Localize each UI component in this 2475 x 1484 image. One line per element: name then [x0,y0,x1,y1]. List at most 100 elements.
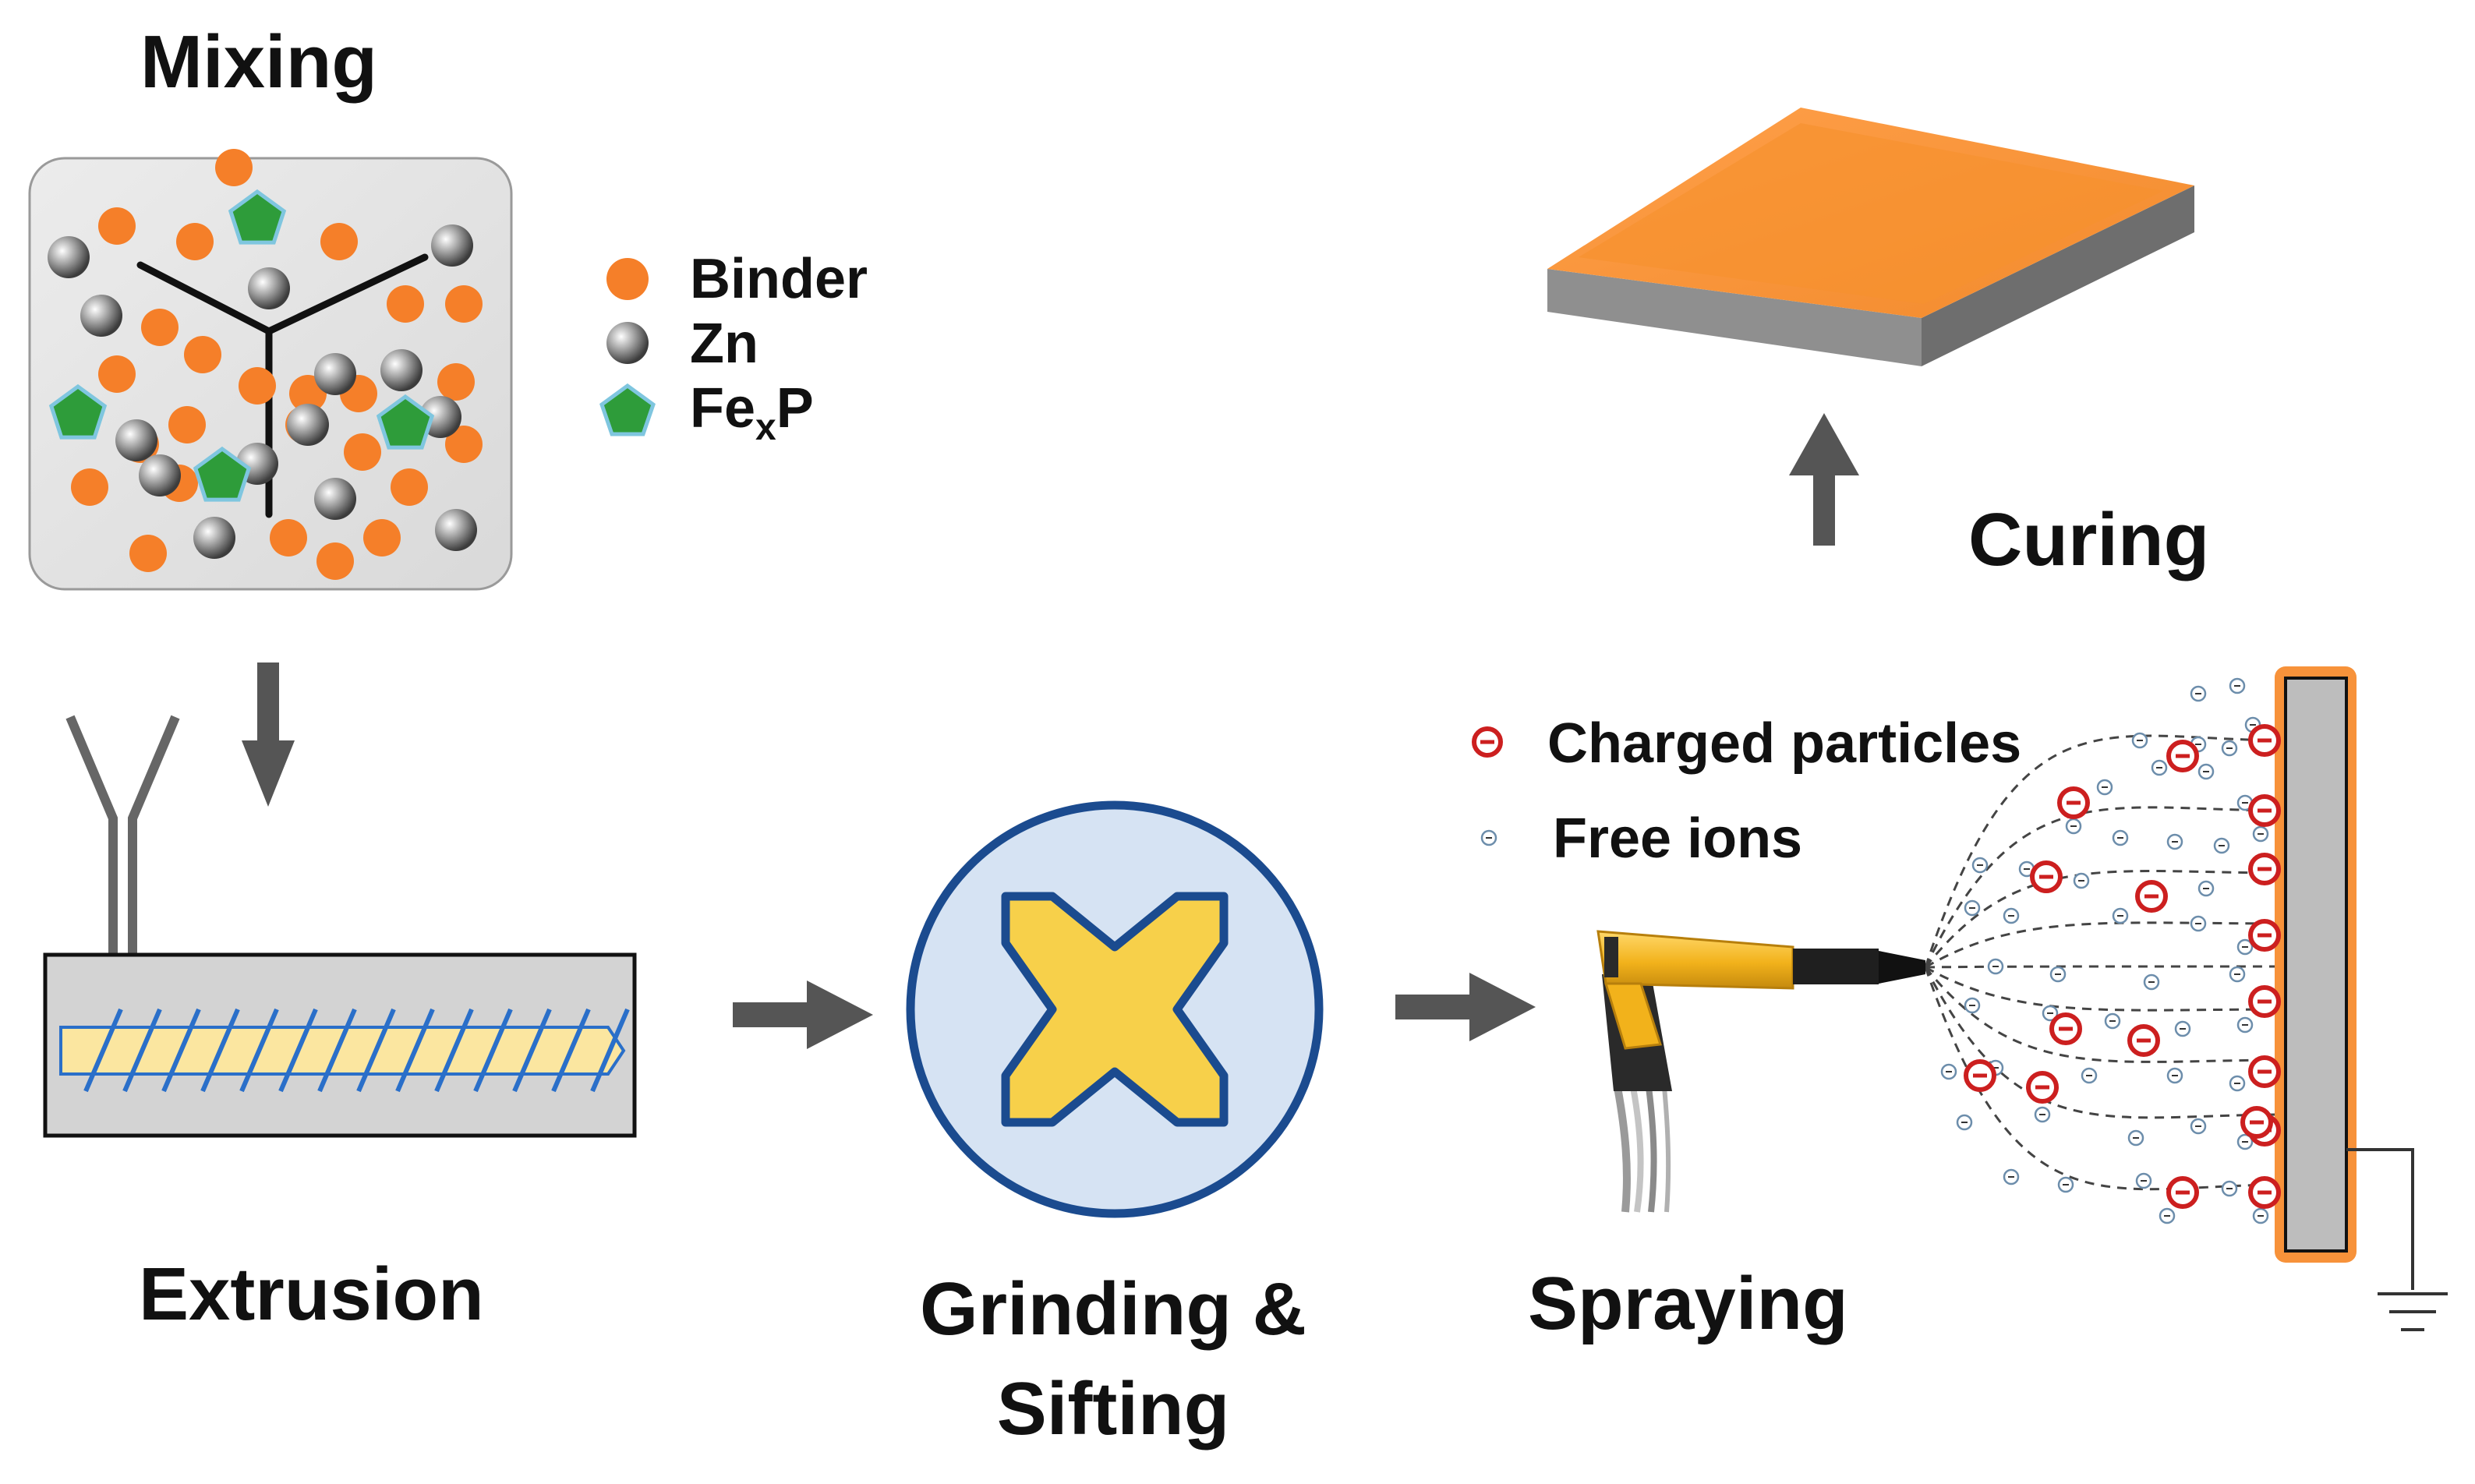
zn-particle [314,478,356,520]
grinding-title-line2: Sifting [997,1367,1230,1450]
binder-particle [270,519,307,556]
arrow-down-icon [242,662,295,807]
legend-binder-swatch [606,258,649,300]
legend-fexp-label: FexP [690,377,814,448]
charged-particle [2248,853,2281,885]
free-ion [1987,958,2004,975]
screw-blade [551,1008,591,1093]
free-ion [2065,818,2082,835]
binder-particle [168,406,206,443]
free-ion [2081,1067,2098,1084]
free-ion [2190,1118,2207,1135]
charged-particle [1964,1059,1996,1092]
free-ion [2057,1176,2074,1193]
ground-icon [2346,1148,2448,1331]
legend-fexp-subscript: x [755,407,776,448]
free-ion [2236,938,2254,956]
free-ion [2229,966,2246,983]
legend-charged-label: Charged particles [1547,712,2021,775]
free-ion [2034,1106,2051,1123]
zn-particle [435,509,477,551]
free-ion [2096,779,2113,796]
free-ion [2159,1207,2176,1224]
charged-particles [1964,724,2281,1209]
screw-blade [590,1008,630,1093]
free-ion [1971,857,1989,874]
extruder-screw-blades [83,1008,630,1093]
charged-particle [2248,1055,2281,1088]
free-ion [2166,1067,2183,1084]
zn-particle [287,404,329,446]
charged-particle [2030,860,2063,893]
extruder-screw [59,1026,626,1076]
field-line [1925,965,2286,969]
zn-particle [431,224,473,267]
binder-particle [344,433,381,471]
field-line [1925,921,2286,969]
binder-particle [387,285,424,323]
legend-zn-swatch [606,322,649,364]
free-ion [2112,907,2129,924]
zn-particle [139,454,181,496]
charged-particle [2240,1106,2273,1139]
free-ion [2166,833,2183,850]
free-ion [2073,872,2090,889]
charged-particle [2127,1024,2160,1057]
free-ion [2221,1180,2238,1197]
binder-particle [176,223,214,260]
screw-blade [395,1008,435,1093]
free-ion [2174,1020,2191,1037]
free-ion [1964,899,1981,917]
binder-particle [316,542,354,580]
zn-particle [115,419,157,461]
binder-particle [215,149,253,186]
field-line [1924,870,2286,968]
field-line [1924,806,2286,968]
free-ion [2003,1168,2020,1185]
charged-particle [2248,1176,2281,1209]
free-ion [1956,1114,1973,1131]
free-ion [2190,685,2207,702]
legend-fexp-swatch [599,383,656,436]
binder-particle [239,367,276,405]
free-ion [2229,1075,2246,1092]
fexp-particle [228,189,287,245]
mixer-particles [48,149,483,580]
spraying-title: Spraying [1528,1262,1848,1345]
free-ion [2252,1207,2269,1224]
free-ion [2151,759,2168,776]
binder-particle [71,468,108,506]
field-line [1925,966,2286,1012]
spray-gun-icon [1596,930,1925,1213]
arrow-right-icon [733,980,873,1049]
free-ion [2042,1005,2059,1022]
binder-particle [98,355,136,393]
free-ion [2104,1012,2121,1030]
screw-blade [473,1008,513,1093]
screw-blade [161,1008,201,1093]
screw-blade [356,1008,396,1093]
binder-particle [437,363,475,401]
screw-blade [239,1008,279,1093]
grinding-title-line1: Grinding & [920,1267,1306,1351]
fexp-particle [376,394,435,450]
screw-blade [434,1008,474,1093]
curing-title: Curing [1968,498,2209,581]
charged-particle [2248,794,2281,827]
binder-particle [445,285,483,323]
fexp-particle [48,383,108,440]
fexp-particle [193,446,252,502]
legend-zn-label: Zn [690,313,758,375]
zn-particle [314,353,356,395]
zn-particle [48,236,90,278]
arrow-up-icon [1789,413,1859,546]
free-ion [2143,973,2160,991]
binder-particle [98,207,136,245]
field-line [1924,966,2286,1063]
screw-blade [83,1008,123,1093]
free-ion [2190,915,2207,932]
zn-particle [380,349,423,391]
field-line [1924,966,2286,1191]
zn-particle [248,267,290,309]
target-panel [2284,677,2348,1253]
